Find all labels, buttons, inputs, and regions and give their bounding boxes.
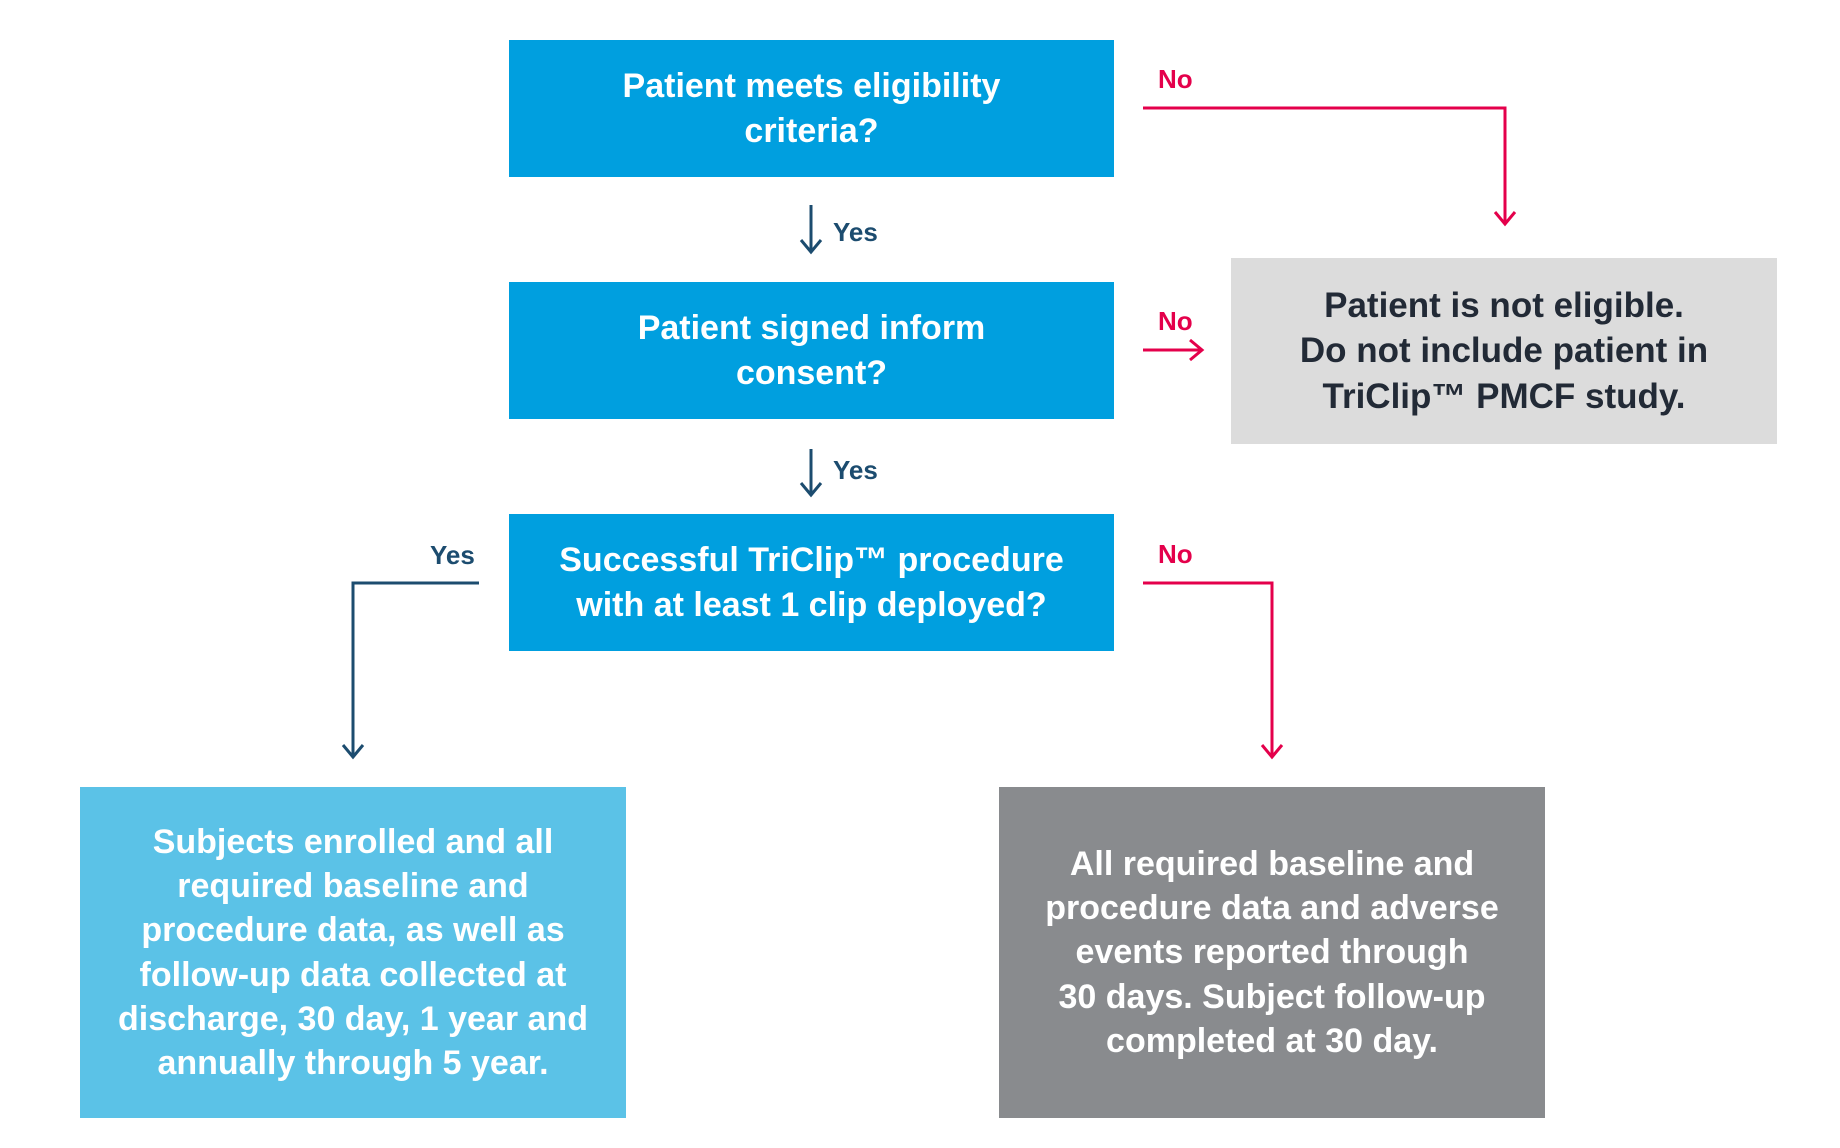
no-arrow-procedure: [1143, 581, 1274, 755]
box-text-line: Do not include patient in: [1299, 331, 1709, 371]
no-label: No: [1158, 64, 1193, 94]
procedure-question-box: Successful TriClip™ procedure with at le…: [509, 514, 1114, 651]
box-text-line: follow-up data collected at: [139, 955, 567, 994]
box-text-line: required baseline and: [177, 867, 529, 906]
yes-label: Yes: [833, 455, 878, 485]
arrowhead: [341, 744, 365, 760]
consent-question-box: Patient signed inform consent?: [509, 282, 1114, 419]
box-text-line: TriClip™ PMCF study.: [1322, 376, 1686, 416]
not-eligible-box: Patient is not eligible. Do not include …: [1231, 258, 1777, 444]
box-text-line: with at least 1 clip deployed?: [576, 585, 1047, 624]
no-label: No: [1158, 539, 1193, 569]
box-text-line: annually through 5 year.: [157, 1043, 549, 1082]
eligibility-question-box: Patient meets eligibility criteria?: [509, 40, 1114, 177]
arrowhead: [799, 482, 823, 498]
arrowhead: [1189, 338, 1205, 362]
box-text-line: procedure data, as well as: [141, 911, 565, 950]
thirty-day-outcome-box: All required baseline and procedure data…: [999, 787, 1545, 1118]
yes-arrow-procedure: [351, 581, 479, 755]
yes-label: Yes: [833, 217, 878, 247]
box-text-line: Patient signed inform: [637, 309, 986, 348]
box-text-line: criteria?: [744, 111, 879, 150]
yes-label: Yes: [430, 540, 475, 570]
box-text-line: procedure data and adverse: [1045, 889, 1499, 928]
box-text-line: Successful TriClip™ procedure: [559, 541, 1064, 580]
no-label: No: [1158, 306, 1193, 336]
box-text-line: All required baseline and: [1069, 845, 1475, 884]
arrowhead: [1260, 744, 1284, 760]
box-text-line: events reported through: [1075, 933, 1469, 972]
no-arrow-eligibility: [1143, 106, 1507, 222]
box-text-line: consent?: [735, 353, 888, 392]
box-text-line: Patient is not eligible.: [1324, 285, 1684, 325]
box-text-line: Subjects enrolled and all: [152, 822, 554, 861]
box-text-line: Patient meets eligibility: [622, 67, 1001, 106]
arrowhead: [799, 239, 823, 255]
box-text-line: completed at 30 day.: [1106, 1021, 1438, 1060]
box-text-line: discharge, 30 day, 1 year and: [118, 999, 588, 1038]
arrowhead: [1493, 211, 1517, 227]
box-text-line: 30 days. Subject follow-up: [1058, 977, 1486, 1016]
enrolled-outcome-box: Subjects enrolled and all required basel…: [80, 787, 626, 1118]
